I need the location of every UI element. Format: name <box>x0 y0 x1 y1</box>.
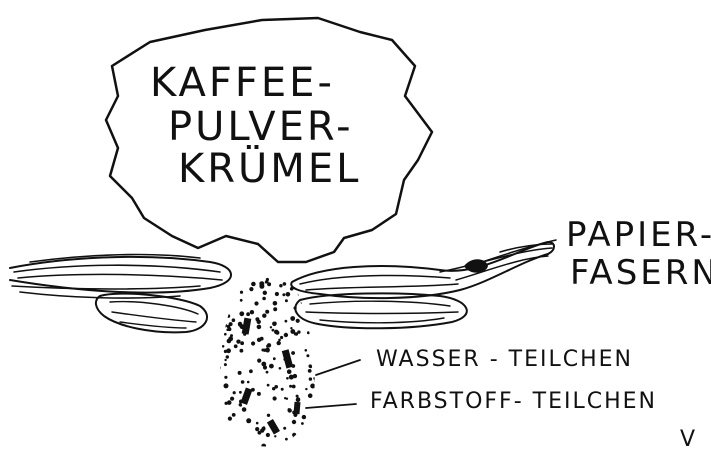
water-particles-label: WASSER - TEILCHEN <box>376 347 633 372</box>
crumb-label-line2: PULVER- <box>168 104 354 150</box>
fibers-label-line1: PAPIER- <box>566 215 711 255</box>
artist-signature: V <box>680 427 697 452</box>
paper-fibers-left <box>10 255 231 333</box>
crumb-label-line1: KAFFEE- <box>150 60 335 106</box>
dye-particles-label: FARBSTOFF- TEILCHEN <box>370 389 657 414</box>
crumb-label-line3: KRÜMEL <box>178 144 361 192</box>
water-leader-line <box>316 360 360 375</box>
water-particles <box>214 268 322 452</box>
dye-leader-line <box>306 404 356 408</box>
water-droplet <box>214 268 322 452</box>
fibers-label-line2: FASERN <box>570 253 711 293</box>
